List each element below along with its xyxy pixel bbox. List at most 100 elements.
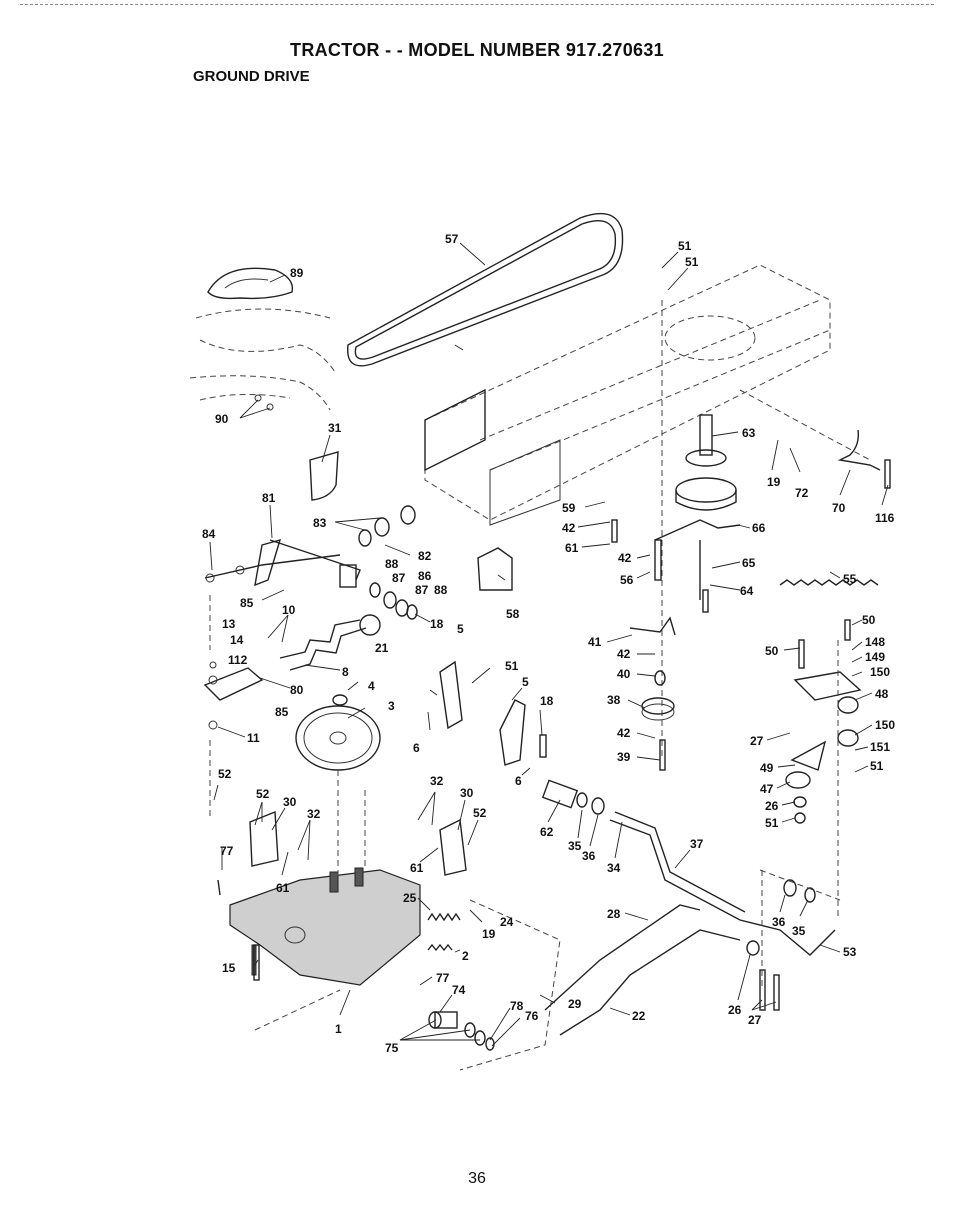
- callout-87b: 87: [415, 583, 429, 597]
- callout-28: 28: [607, 907, 621, 921]
- tractor-frame: [424, 264, 871, 526]
- callout-77a: 77: [220, 844, 234, 858]
- callout-22: 22: [632, 1009, 646, 1023]
- callout-85a: 85: [240, 596, 254, 610]
- callout-8: 8: [342, 665, 349, 679]
- callout-58: 58: [506, 607, 520, 621]
- spring-25: [427, 912, 461, 922]
- callout-3: 3: [388, 699, 395, 713]
- callout-13: 13: [222, 617, 236, 631]
- cross-shaft-34: [609, 819, 836, 956]
- callout-26a: 26: [765, 799, 779, 813]
- callout-72: 72: [795, 486, 809, 500]
- callout-150a: 150: [870, 665, 890, 679]
- page-title: TRACTOR - - MODEL NUMBER 917.270631: [290, 40, 664, 60]
- callout-37: 37: [690, 837, 704, 851]
- hardware-washers: [358, 505, 418, 620]
- washer-36: [783, 879, 797, 897]
- idler-arm: [654, 519, 741, 541]
- dashed-guides: [209, 595, 841, 1071]
- callout-5a: 5: [457, 622, 464, 636]
- callout-32a: 32: [307, 807, 321, 821]
- engine-pulley: [661, 300, 737, 760]
- callout-48: 48: [875, 687, 889, 701]
- callout-87a: 87: [392, 571, 406, 585]
- callout-51a: 51: [678, 239, 692, 253]
- callout-34: 34: [607, 861, 621, 875]
- callout-35b: 35: [792, 924, 806, 938]
- callout-36b: 36: [772, 915, 786, 929]
- callout-112: 112: [228, 653, 248, 667]
- callout-116: 116: [875, 511, 895, 525]
- bracket-30a: [249, 810, 279, 867]
- callout-74: 74: [452, 983, 466, 997]
- transaxle: [217, 867, 421, 986]
- clutch-rod: [279, 614, 381, 671]
- callout-65: 65: [742, 556, 756, 570]
- rod-28: [544, 904, 701, 1011]
- leader-lines: [209, 242, 889, 1047]
- callout-11: 11: [247, 731, 260, 745]
- idler-pulley-38: [629, 616, 676, 721]
- callout-75: 75: [385, 1041, 399, 1055]
- callout-19b: 19: [767, 475, 781, 489]
- callout-57: 57: [445, 232, 459, 246]
- callout-6b: 6: [515, 774, 522, 788]
- callout-56: 56: [620, 573, 634, 587]
- callout-88a: 88: [385, 557, 399, 571]
- callout-6a: 6: [413, 741, 420, 755]
- callout-24: 24: [500, 915, 514, 929]
- callout-21: 21: [375, 641, 389, 655]
- page-number: 36: [468, 1170, 486, 1187]
- callout-150b: 150: [875, 718, 895, 732]
- spring-55: [779, 579, 879, 586]
- bushing-62: [541, 779, 605, 815]
- rod-70: [837, 429, 881, 471]
- callout-4: 4: [368, 679, 375, 693]
- callout-30a: 30: [283, 795, 297, 809]
- bracket-58: [477, 547, 513, 591]
- drive-belt: [347, 212, 624, 367]
- callout-2: 2: [462, 949, 469, 963]
- bracket-5b: [499, 699, 526, 766]
- callout-1: 1: [335, 1022, 342, 1036]
- callout-78: 78: [510, 999, 524, 1013]
- callout-42b: 42: [618, 551, 632, 565]
- callout-53: 53: [843, 945, 857, 959]
- callout-77b: 77: [436, 971, 450, 985]
- callout-50a: 50: [862, 613, 876, 627]
- callout-27b: 27: [748, 1013, 762, 1027]
- section-title: GROUND DRIVE: [193, 68, 310, 85]
- callout-38: 38: [607, 693, 621, 707]
- callout-50b: 50: [765, 644, 779, 658]
- callout-49: 49: [760, 761, 774, 775]
- washer-35: [804, 887, 816, 903]
- callout-40: 40: [617, 667, 631, 681]
- callout-64: 64: [740, 584, 754, 598]
- callout-41: 41: [588, 635, 602, 649]
- callout-51d: 51: [870, 759, 884, 773]
- callout-36a: 36: [582, 849, 596, 863]
- callout-18a: 18: [430, 617, 444, 631]
- callout-61c: 61: [565, 541, 579, 555]
- callout-47: 47: [760, 782, 774, 796]
- callout-90: 90: [215, 412, 229, 426]
- bushing-26: [746, 940, 760, 956]
- callout-51c: 51: [505, 659, 519, 673]
- callout-82: 82: [418, 549, 432, 563]
- callout-59: 59: [562, 501, 576, 515]
- callout-32b: 32: [430, 774, 444, 788]
- callout-labels: 57 89 90 31 81 83 82 84 88 87 86 87 88 8…: [202, 232, 895, 1055]
- callout-89: 89: [290, 266, 304, 280]
- transmission-pulley: [295, 694, 381, 771]
- callout-51e: 51: [765, 816, 779, 830]
- bracket-30b: [439, 818, 467, 876]
- callout-63: 63: [742, 426, 756, 440]
- callout-25: 25: [403, 891, 417, 905]
- callout-19a: 19: [482, 927, 496, 941]
- callout-10: 10: [282, 603, 296, 617]
- callout-42a: 42: [562, 521, 576, 535]
- callout-148: 148: [865, 635, 885, 649]
- callout-151: 151: [870, 740, 890, 754]
- fender-outline: [189, 267, 336, 411]
